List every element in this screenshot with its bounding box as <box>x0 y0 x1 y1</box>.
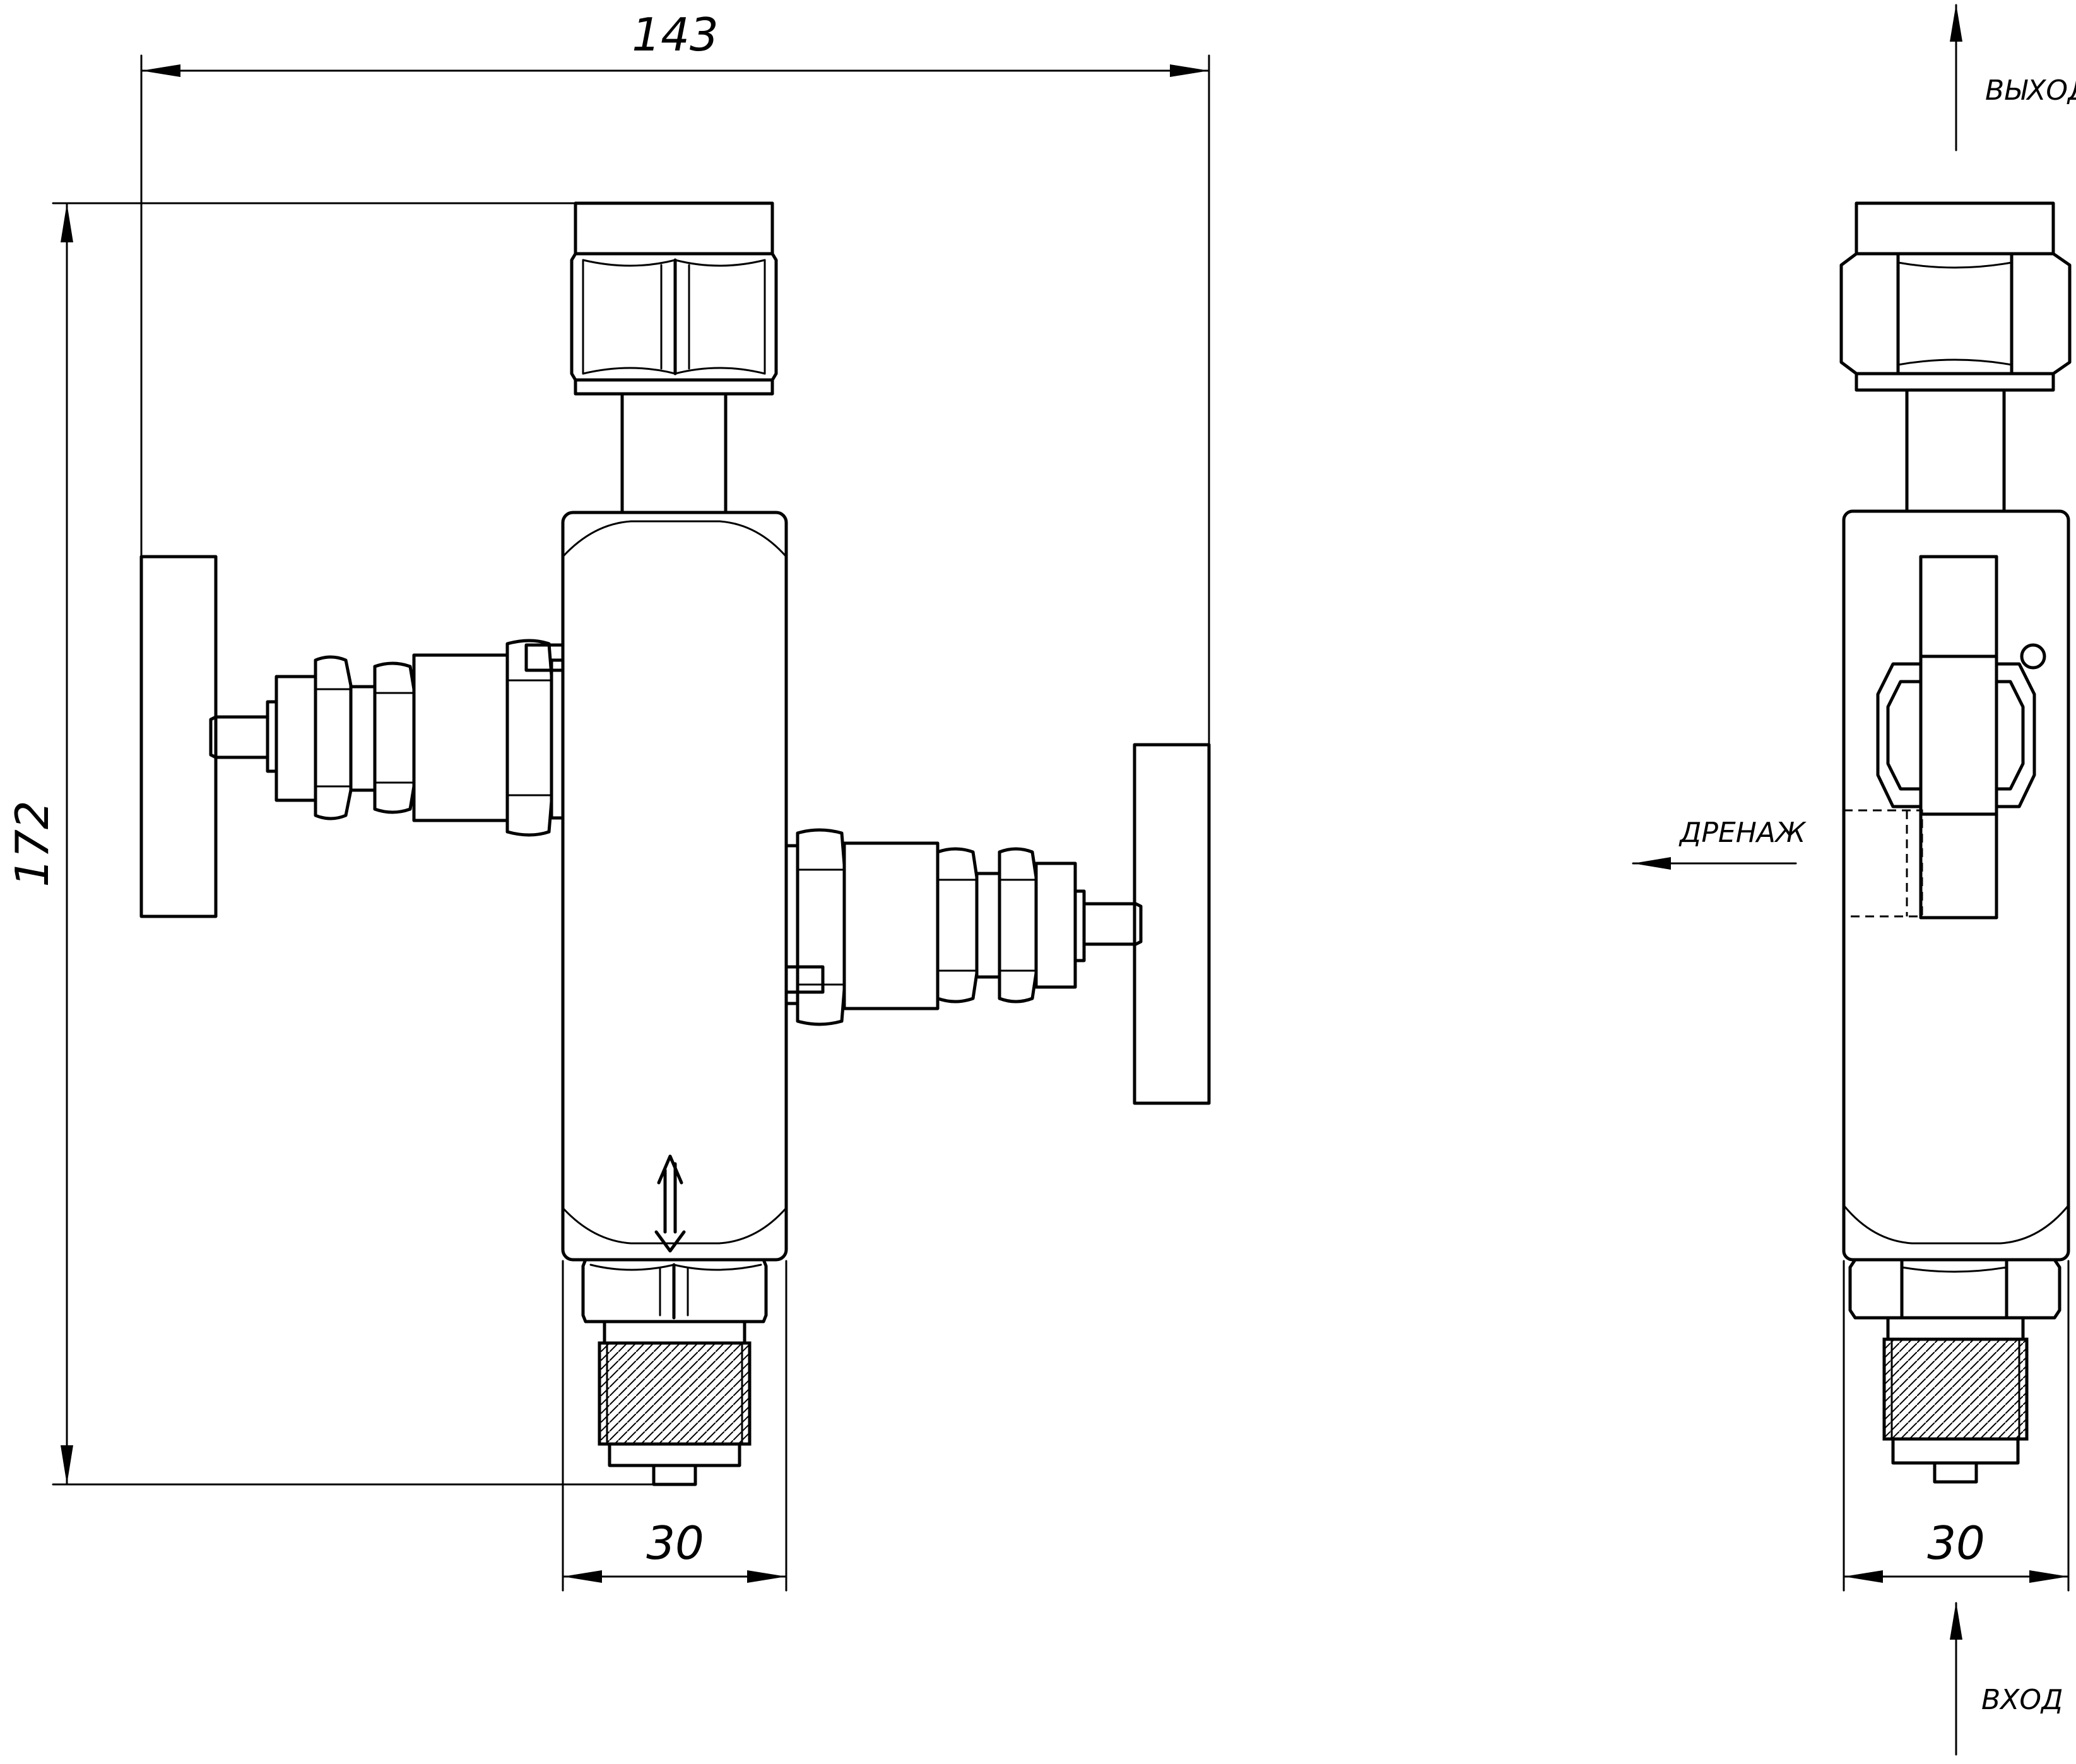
dimension-body-width-side: 30 <box>1927 1517 1985 1570</box>
inlet-label: ВХОД <box>1981 1684 2063 1716</box>
outlet-arrow <box>1950 4 1962 151</box>
front-view <box>52 54 1211 1592</box>
dimension-overall-width: 143 <box>632 8 718 61</box>
side-manifold-body <box>1842 509 2070 1262</box>
dimension-body-width-front: 30 <box>646 1517 704 1570</box>
dimension-overall-height: 172 <box>6 800 59 887</box>
left-valve-assembly <box>139 555 565 918</box>
flow-direction-arrow <box>654 1154 686 1253</box>
drain-label: ДРЕНАЖ <box>1678 817 1807 849</box>
outlet-label: ВЫХОД <box>1985 74 2076 107</box>
side-dimensions <box>1843 1260 2070 1592</box>
front-manifold-body <box>561 511 788 1262</box>
side-view <box>1632 4 2072 1756</box>
inlet-arrow <box>1950 1602 1962 1756</box>
right-valve-assembly <box>784 743 1211 1105</box>
side-inlet-fitting <box>1848 1258 2061 1484</box>
front-outlet-fitting <box>570 201 778 514</box>
front-dimensions <box>52 54 1210 1592</box>
front-inlet-fitting <box>581 1258 768 1486</box>
drain-arrow <box>1632 857 1797 870</box>
side-outlet-fitting <box>1839 201 2072 513</box>
